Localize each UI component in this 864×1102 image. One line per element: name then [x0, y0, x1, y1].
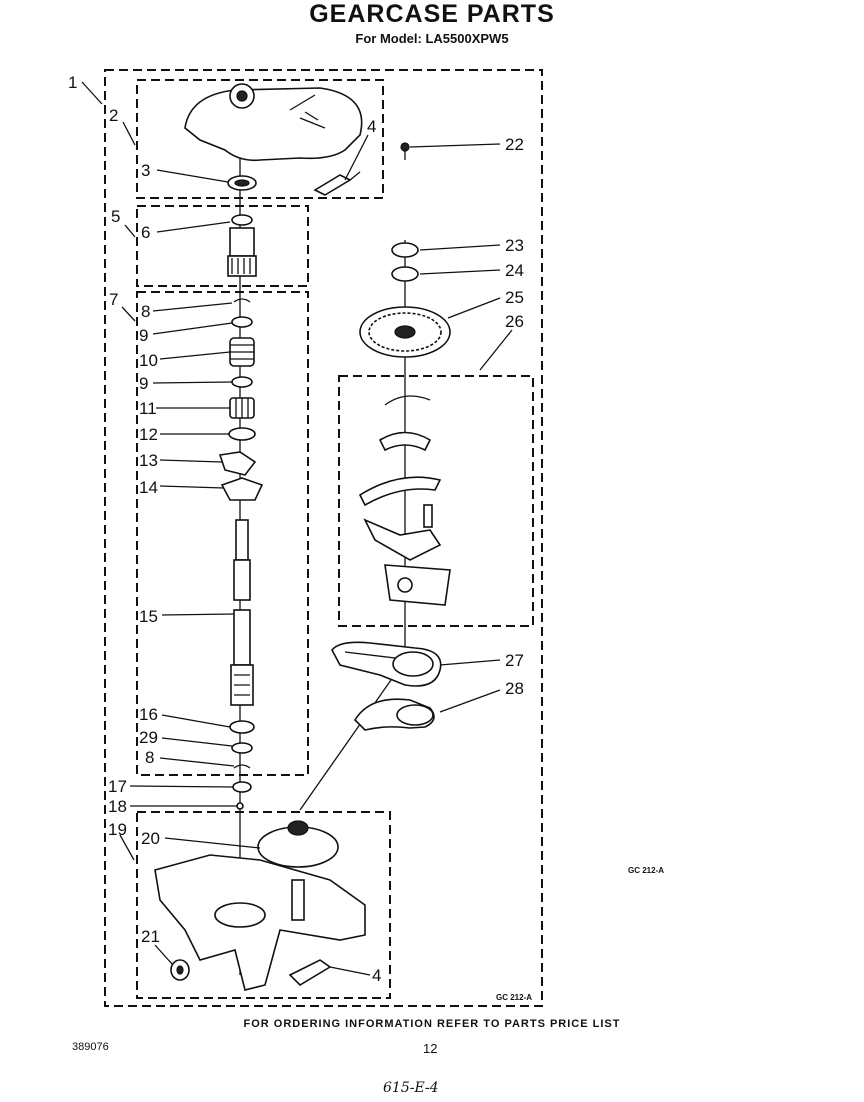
- page-number: 12: [423, 1041, 438, 1056]
- part-14-cam: [220, 477, 264, 501]
- callout-10: 10: [139, 351, 158, 370]
- part-27-link: [331, 641, 442, 687]
- callout-21: 21: [141, 927, 160, 946]
- group-box-1: [104, 69, 543, 1007]
- callout-1: 1: [68, 73, 77, 92]
- part-13-clutch: [218, 451, 257, 476]
- callout-12: 12: [139, 425, 158, 444]
- part-26-assembly: [358, 395, 451, 606]
- leader-lines: [81, 81, 513, 976]
- part-15-shaft: [230, 519, 254, 706]
- callout-29: 29: [139, 728, 158, 747]
- callout-19: 19: [108, 820, 127, 839]
- callout-8-top: 8: [141, 302, 150, 321]
- gearcase-cover: [184, 83, 363, 162]
- gc-code-box: GC 212-A: [496, 993, 533, 1002]
- part-22-screw: [400, 142, 410, 160]
- callout-18: 18: [108, 797, 127, 816]
- part-4-grease-top: [313, 171, 361, 196]
- callout-14: 14: [139, 478, 158, 497]
- callout-24: 24: [505, 261, 524, 280]
- doc-number: 389076: [72, 1041, 109, 1053]
- callout-8-bottom: 8: [145, 748, 154, 767]
- callout-6: 6: [141, 223, 150, 242]
- callout-9-top: 9: [139, 326, 148, 345]
- callout-20: 20: [141, 829, 160, 848]
- callout-5: 5: [111, 207, 120, 226]
- callout-numbers: 1 2 3 4 5 6 7 8 9 10 9 11 12 13 14 15 16…: [68, 73, 524, 985]
- page-title: GEARCASE PARTS: [309, 0, 555, 28]
- callout-4-top: 4: [367, 117, 376, 136]
- part-28-clip: [353, 698, 435, 731]
- handwritten-note: 615-E-4: [383, 1080, 439, 1096]
- ordering-note: FOR ORDERING INFORMATION REFER TO PARTS …: [243, 1018, 621, 1030]
- gearcase-base: [154, 820, 366, 991]
- part-16-washer: [229, 720, 255, 734]
- callout-11: 11: [139, 399, 157, 418]
- part-4-grease-bottom: [288, 959, 332, 987]
- callout-15: 15: [139, 607, 158, 626]
- part-9-washer-mid: [231, 376, 253, 388]
- callout-23: 23: [505, 236, 524, 255]
- group-box-7: [136, 291, 309, 776]
- callout-17: 17: [108, 777, 127, 796]
- part-8-clip-bottom: [233, 764, 251, 769]
- callout-9-mid: 9: [139, 374, 148, 393]
- group-box-5: [136, 205, 309, 287]
- part-21-bushing: [170, 959, 190, 981]
- part-18-ball: [236, 802, 244, 810]
- callout-2: 2: [109, 106, 118, 125]
- part-6-pinion: [227, 214, 257, 277]
- part-24-ring: [391, 266, 419, 282]
- callout-7: 7: [109, 290, 118, 309]
- part-29-washer: [231, 742, 253, 754]
- group-box-26: [338, 375, 534, 627]
- callout-27: 27: [505, 651, 524, 670]
- part-11-bushing: [229, 397, 255, 419]
- gc-code-right: GC 212-A: [628, 866, 665, 875]
- callout-16: 16: [139, 705, 158, 724]
- callout-13: 13: [139, 451, 158, 470]
- part-25-gear: [359, 306, 451, 358]
- callout-28: 28: [505, 679, 524, 698]
- part-23-ring: [391, 242, 419, 258]
- link-axis: [299, 659, 406, 811]
- callout-25: 25: [505, 288, 524, 307]
- callout-3: 3: [141, 161, 150, 180]
- callout-26: 26: [505, 312, 524, 331]
- part-3-seal: [227, 175, 257, 191]
- part-8-clip-top: [233, 298, 251, 303]
- part-12-ring: [228, 427, 256, 441]
- model-subtitle: For Model: LA5500XPW5: [355, 31, 509, 46]
- callout-22: 22: [505, 135, 524, 154]
- group-box-19: [136, 811, 391, 999]
- part-10-spring: [229, 337, 255, 367]
- part-9-washer-top: [231, 316, 253, 328]
- part-17-bearing: [232, 781, 252, 793]
- callout-4-bottom: 4: [372, 966, 381, 985]
